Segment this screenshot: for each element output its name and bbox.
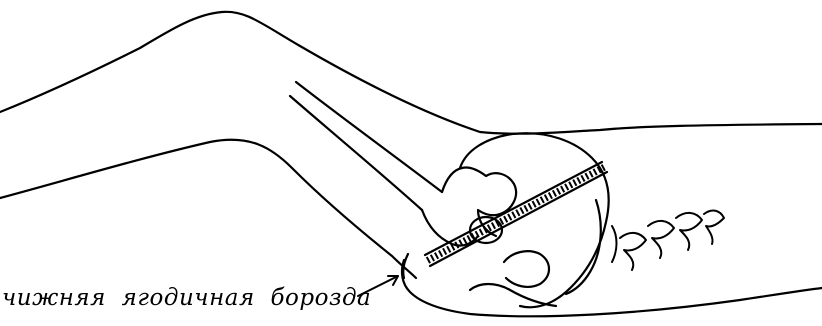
thigh-lower-contour bbox=[0, 140, 416, 278]
spine bbox=[612, 211, 724, 270]
figure-caption: чижняя ягодичная борозда bbox=[2, 285, 371, 311]
femur-shaft-upper-line bbox=[296, 82, 442, 192]
ischium bbox=[504, 251, 549, 287]
buttock-contour bbox=[402, 260, 822, 316]
measuring-tape bbox=[425, 162, 607, 266]
thigh-upper-contour bbox=[0, 12, 822, 134]
gluteal-fold-line bbox=[403, 254, 408, 278]
pubic-ramus bbox=[470, 284, 556, 306]
pelvis-iliac-wing bbox=[460, 133, 609, 307]
femur-shaft-lower-line bbox=[290, 96, 422, 210]
pelvis-inner-contour bbox=[566, 200, 601, 294]
